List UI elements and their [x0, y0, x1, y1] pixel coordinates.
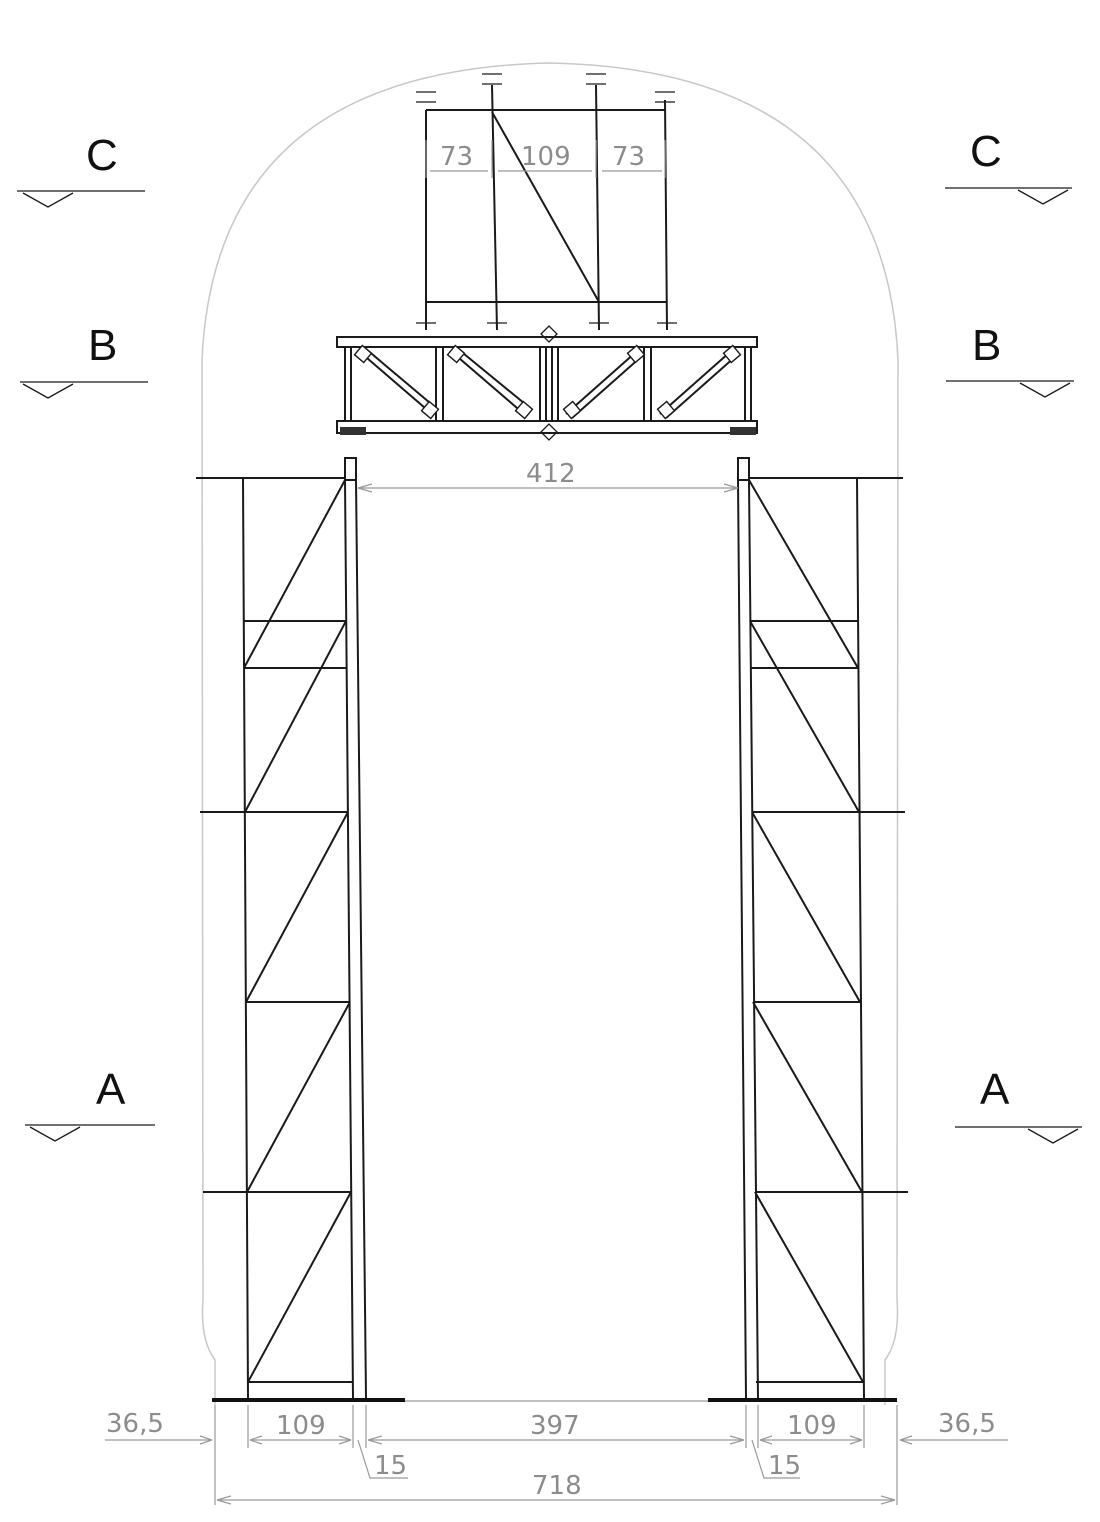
section-marker-b-right: B [946, 321, 1074, 398]
svg-text:B: B [972, 321, 1001, 370]
dim-top-right: 73 [612, 142, 645, 172]
bottom-dimensions: 36,5 109 15 397 15 109 36,5 718 [105, 1405, 1008, 1505]
svg-text:C: C [970, 127, 1002, 176]
top-tower: 73 109 73 [416, 73, 677, 331]
dim-overall: 718 [532, 1471, 582, 1501]
dim-bottom-right-offset: 36,5 [938, 1409, 996, 1439]
svg-text:A: A [96, 1065, 126, 1114]
truss-beam [336, 325, 758, 441]
dim-bottom-right-post: 15 [768, 1451, 801, 1481]
dim-top-left: 73 [440, 142, 473, 172]
dim-bottom-left-post: 15 [374, 1451, 407, 1481]
dim-top-middle: 109 [521, 142, 571, 172]
dim-bottom-left-offset: 36,5 [106, 1409, 164, 1439]
arch-outline [201, 62, 899, 1405]
left-tower [196, 457, 367, 1399]
dim-bottom-right-tower: 109 [787, 1411, 837, 1441]
clear-span-dimension: 412 [357, 459, 739, 493]
dim-clear-span: 412 [526, 459, 576, 489]
section-marker-a-left: A [25, 1065, 155, 1142]
dim-bottom-center: 397 [530, 1411, 580, 1441]
section-marker-c-right: C [945, 127, 1072, 205]
section-marker-b-left: B [20, 321, 148, 399]
dim-bottom-left-tower: 109 [276, 1411, 326, 1441]
svg-text:B: B [88, 321, 117, 370]
right-tower [737, 457, 908, 1399]
section-marker-a-right: A [955, 1065, 1082, 1144]
svg-text:C: C [86, 131, 118, 180]
section-marker-c-left: C [17, 131, 145, 208]
svg-text:A: A [980, 1065, 1010, 1114]
